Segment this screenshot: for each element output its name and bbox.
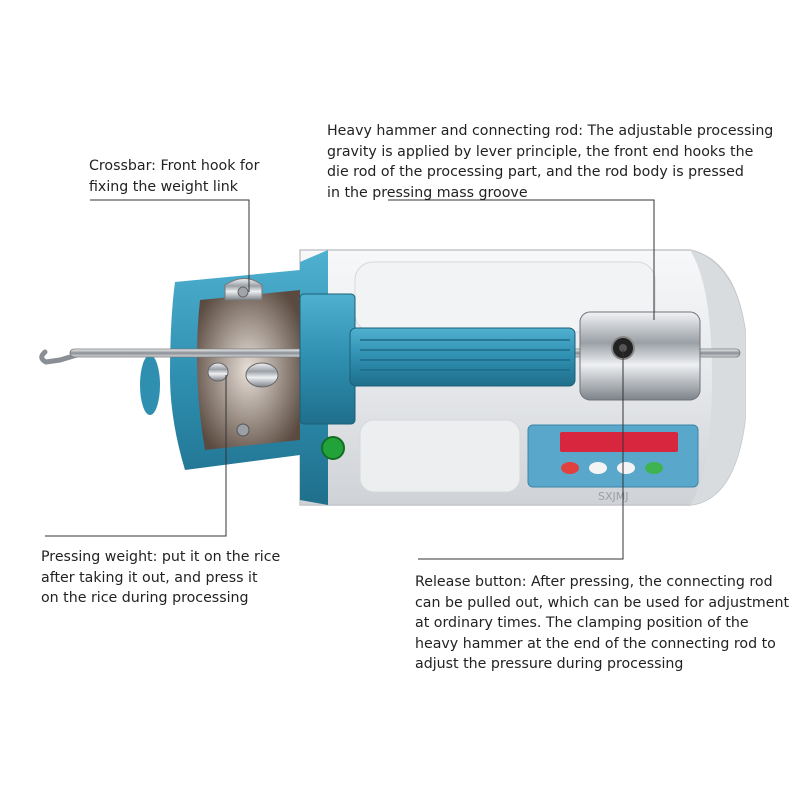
weight-caption: Pressing weight: put it on the rice afte… [41, 549, 281, 606]
hammer-caption: Heavy hammer and connecting rod: The adj… [327, 123, 774, 201]
heavy-hammer [579, 311, 701, 401]
crossbar-caption: Crossbar: Front hook for fixing the weig… [89, 158, 260, 195]
leader-weight [45, 375, 227, 537]
pressing-weight [207, 362, 279, 437]
release-caption: Release button: After pressing, the conn… [415, 574, 790, 672]
brand-text: SXJMJ [598, 490, 629, 503]
leader-crossbar [90, 199, 250, 292]
lever-handle [299, 293, 576, 425]
leader-release [418, 350, 624, 560]
leader-hammer [388, 199, 655, 320]
leader-lines [45, 199, 655, 560]
control-panel [527, 424, 699, 488]
power-button [321, 436, 345, 460]
crossbar-hook [224, 278, 263, 301]
